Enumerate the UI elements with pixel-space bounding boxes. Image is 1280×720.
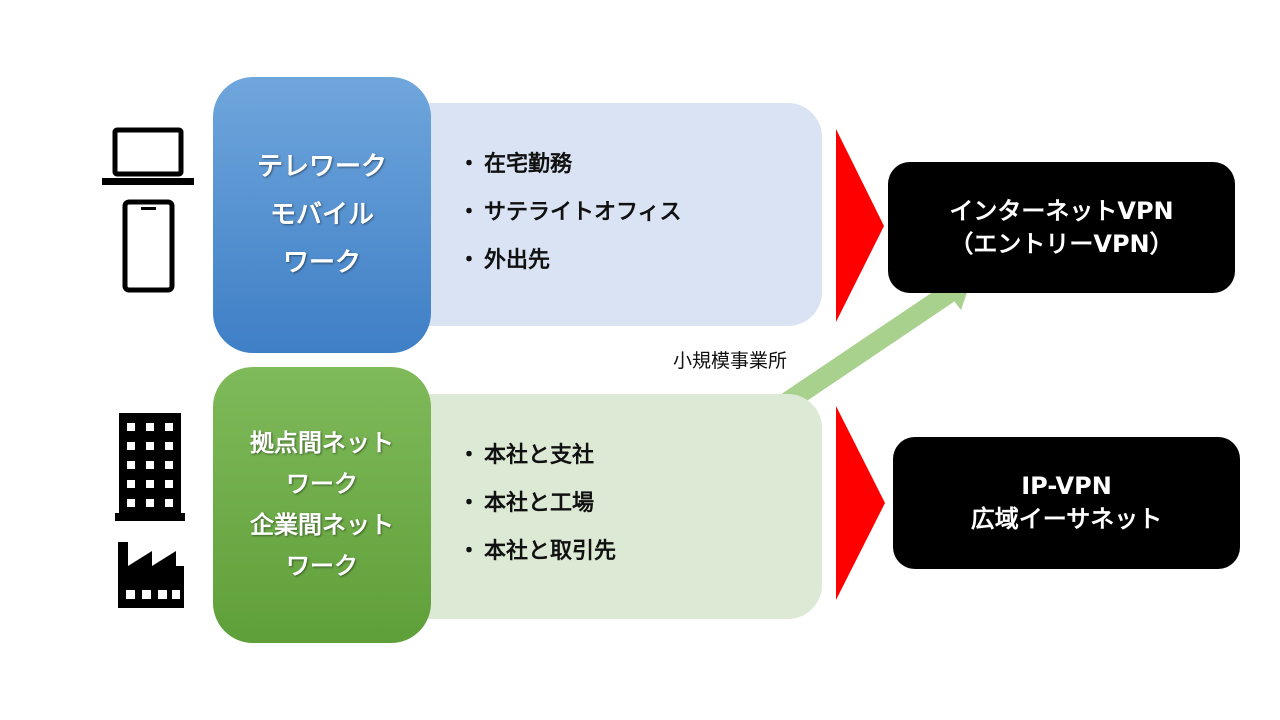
bullet-mark: ・	[458, 152, 481, 177]
telework-location-list: ・在宅勤務 ・サテライトオフィス ・外出先	[458, 141, 682, 285]
arrow-to-internet-vpn	[836, 129, 884, 322]
telework-category-box: テレワーク モバイル ワーク	[213, 77, 431, 353]
site-network-title-line: 企業間ネット	[250, 511, 394, 539]
list-item: ・サテライトオフィス	[458, 189, 682, 237]
internet-vpn-line: インターネットVPN	[949, 196, 1174, 225]
bullet-mark: ・	[458, 443, 481, 468]
site-network-category-box: 拠点間ネット ワーク 企業間ネット ワーク	[213, 367, 431, 643]
ip-vpn-line: IP-VPN	[1021, 472, 1112, 500]
arrow-to-ip-vpn	[836, 406, 885, 600]
ip-vpn-line: 広域イーサネット	[970, 505, 1163, 533]
site-network-location-panel	[398, 394, 822, 619]
office-building-icon	[115, 413, 185, 521]
list-item: ・本社と工場	[458, 480, 616, 528]
bullet-mark: ・	[458, 200, 481, 225]
site-network-title-line: ワーク	[286, 552, 358, 580]
bullet-mark: ・	[458, 539, 481, 564]
ip-vpn-box: IP-VPN 広域イーサネット	[893, 437, 1240, 569]
factory-icon	[118, 542, 184, 608]
list-item: ・外出先	[458, 237, 682, 285]
site-network-title-line: 拠点間ネット	[250, 429, 394, 457]
bullet-mark: ・	[458, 248, 481, 273]
internet-vpn-box: インターネットVPN （エントリーVPN）	[888, 162, 1235, 293]
list-item: ・在宅勤務	[458, 141, 682, 189]
telework-title-line: モバイル	[269, 200, 374, 230]
small-office-label: 小規模事業所	[673, 350, 788, 372]
list-item: ・本社と取引先	[458, 528, 616, 576]
site-network-location-list: ・本社と支社 ・本社と工場 ・本社と取引先	[458, 432, 616, 576]
list-item: ・本社と支社	[458, 432, 616, 480]
telework-title-line: ワーク	[282, 248, 361, 278]
smartphone-icon	[122, 199, 175, 293]
telework-title-line: テレワーク	[256, 152, 387, 182]
site-network-title-line: ワーク	[286, 470, 358, 498]
telework-location-panel	[398, 103, 822, 326]
bullet-mark: ・	[458, 491, 481, 516]
internet-vpn-line: （エントリーVPN）	[949, 229, 1174, 258]
laptop-icon	[102, 127, 194, 185]
